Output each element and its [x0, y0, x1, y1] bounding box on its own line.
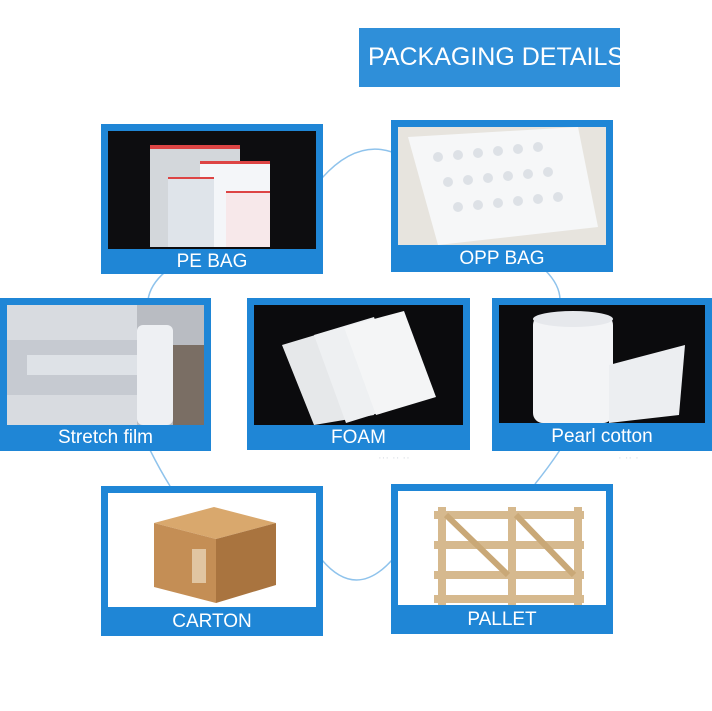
label-stretch-film: Stretch film [57, 427, 154, 448]
pallet-image [398, 491, 606, 605]
card-opp-bag: OPP BAG [391, 120, 613, 272]
pearl-cotton-image [499, 305, 705, 423]
label-pe-bag: PE BAG [176, 251, 248, 272]
page-title: PACKAGING DETAILS [359, 28, 620, 87]
foam-image [254, 305, 463, 425]
pearl-faint-text: · ·· · [618, 452, 639, 464]
card-pallet: PALLET [391, 484, 613, 634]
card-foam: FOAM [247, 298, 470, 450]
label-foam: FOAM [331, 427, 386, 448]
pe-bag-image [108, 131, 316, 249]
label-pallet: PALLET [467, 609, 537, 630]
opp-bag-image [398, 127, 606, 245]
card-stretch-film: Stretch film [0, 298, 211, 451]
label-opp-bag: OPP BAG [459, 248, 545, 269]
card-pearl-cotton: Pearl cotton [492, 298, 712, 451]
label-carton: CARTON [172, 611, 252, 632]
card-pe-bag: PE BAG [101, 124, 323, 274]
foam-faint-text: ··· ·· ·· [378, 452, 410, 464]
label-pearl-cotton: Pearl cotton [551, 426, 653, 447]
card-carton: CARTON [101, 486, 323, 636]
carton-image [108, 493, 316, 607]
stretch-film-image [7, 305, 204, 425]
